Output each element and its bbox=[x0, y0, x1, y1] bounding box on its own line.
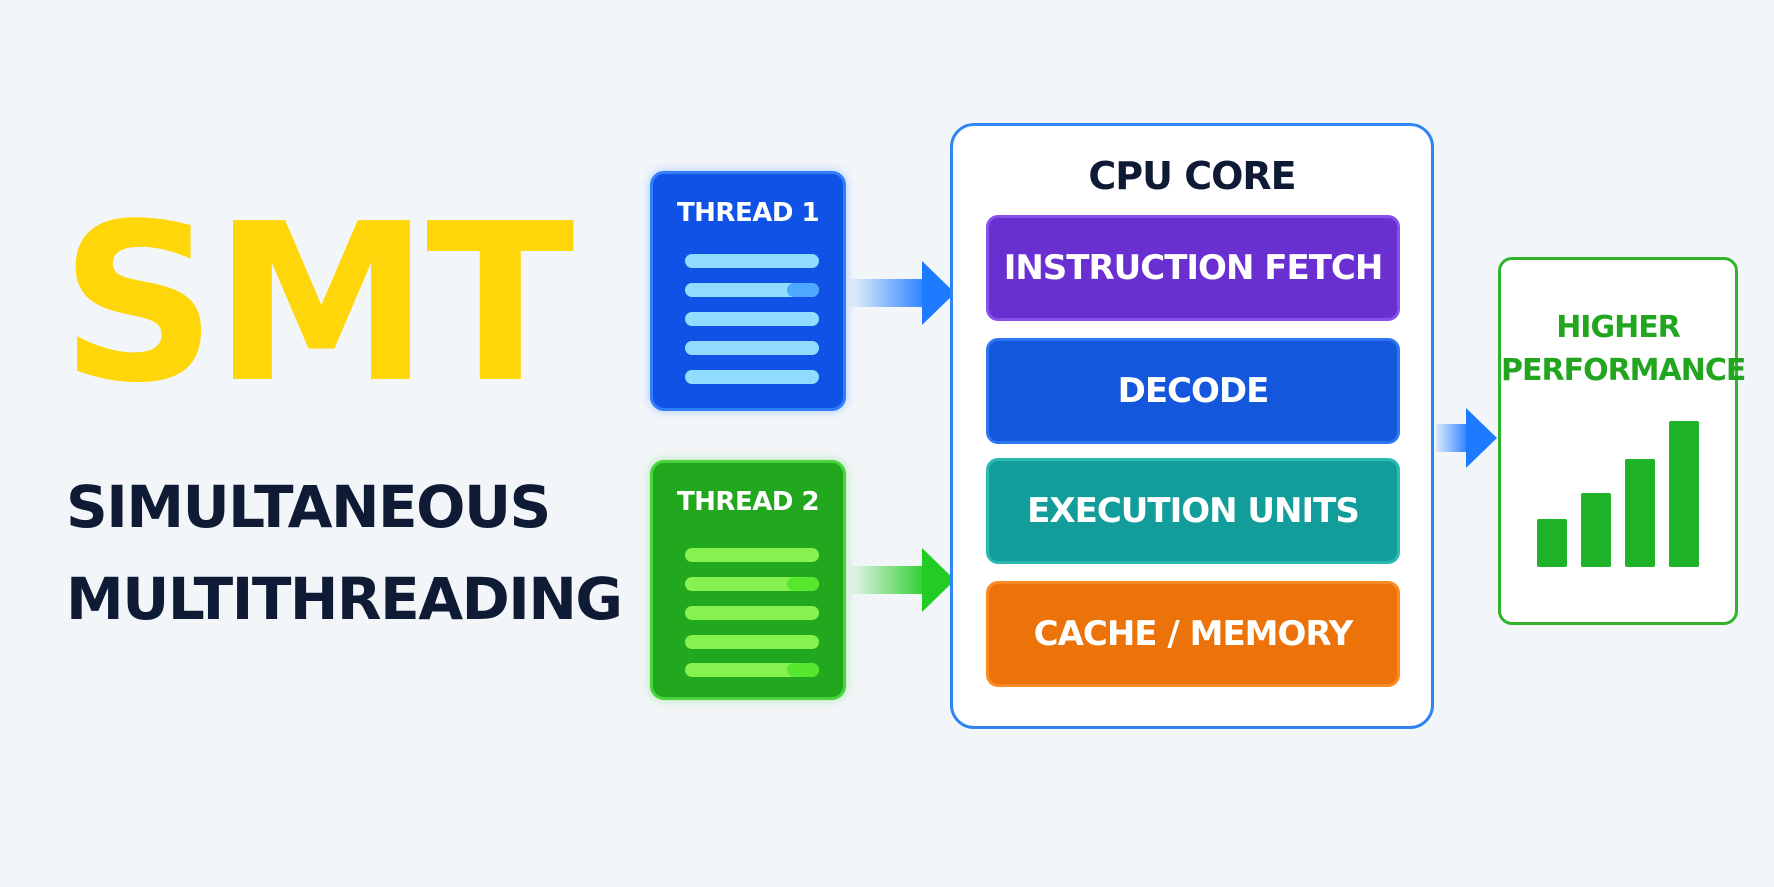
thread-2-task-bar bbox=[685, 635, 819, 649]
stage-execution-units: EXECUTION UNITS bbox=[986, 458, 1400, 564]
thread-1-task-bar bbox=[685, 341, 819, 355]
performance-label-line-2: PERFORMANCE bbox=[1501, 353, 1746, 388]
thread-1-task-bar bbox=[685, 312, 819, 326]
thread-2-task-bar bbox=[685, 577, 819, 591]
cpu-core-box: CPU CORE INSTRUCTION FETCH DECODE EXECUT… bbox=[950, 123, 1434, 729]
subtitle-line-1: SIMULTANEOUS bbox=[66, 473, 551, 541]
cpu-core-title: CPU CORE bbox=[1088, 154, 1296, 198]
stage-instruction-fetch: INSTRUCTION FETCH bbox=[986, 215, 1400, 321]
thread-2-arrow-icon bbox=[850, 548, 955, 612]
thread-2-task-bar bbox=[685, 606, 819, 620]
performance-box: HIGHER PERFORMANCE bbox=[1498, 257, 1746, 625]
thread-2-card: THREAD 2 bbox=[650, 460, 846, 700]
thread-1-task-bar bbox=[685, 254, 819, 268]
subtitle-line-2: MULTITHREADING bbox=[66, 565, 623, 633]
thread-2-task-bar bbox=[685, 663, 819, 677]
thread-1-task-bar bbox=[685, 370, 819, 384]
thread-2-task-bar bbox=[685, 548, 819, 562]
thread-1-arrow-icon bbox=[850, 261, 955, 325]
stage-decode: DECODE bbox=[986, 338, 1400, 444]
thread-1-label: THREAD 1 bbox=[676, 198, 820, 228]
performance-label-line-1: HIGHER bbox=[1556, 310, 1681, 345]
stage-cache-memory: CACHE / MEMORY bbox=[986, 581, 1400, 687]
thread-1-card: THREAD 1 bbox=[650, 171, 846, 411]
acronym-title: SMT bbox=[60, 178, 575, 431]
thread-1-task-bar bbox=[685, 283, 819, 297]
output-arrow-icon bbox=[1436, 408, 1497, 468]
thread-2-label: THREAD 2 bbox=[676, 487, 820, 517]
